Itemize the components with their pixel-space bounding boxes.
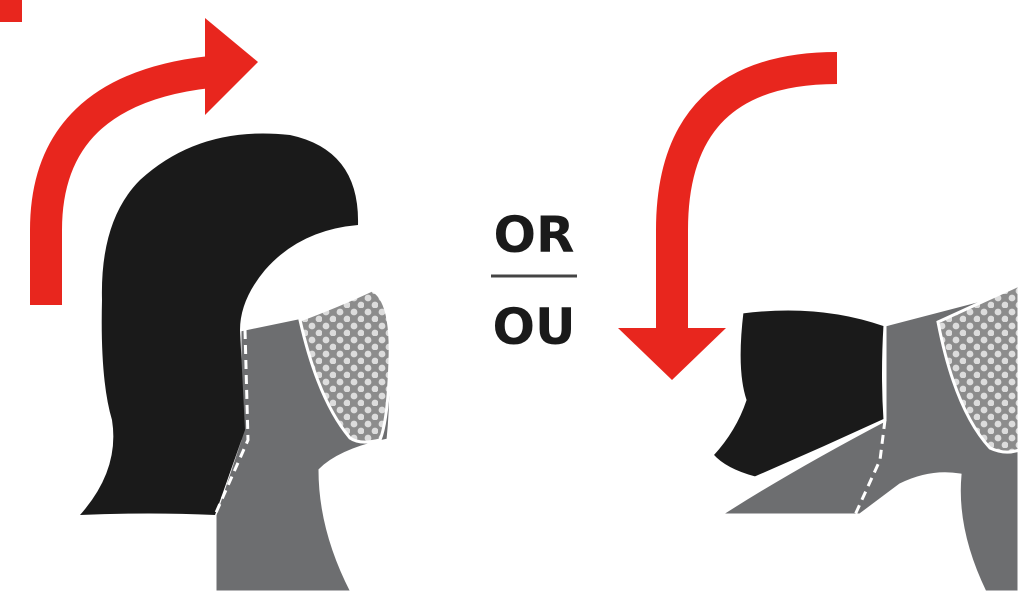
balaclava-hood-up-icon bbox=[80, 133, 391, 592]
or-label-fr: OU bbox=[492, 298, 575, 356]
or-label-en: OR bbox=[493, 206, 574, 264]
or-separator: OR OU bbox=[491, 206, 577, 356]
partial-red-marker bbox=[0, 0, 22, 22]
balaclava-hood-down-icon bbox=[712, 285, 1019, 592]
